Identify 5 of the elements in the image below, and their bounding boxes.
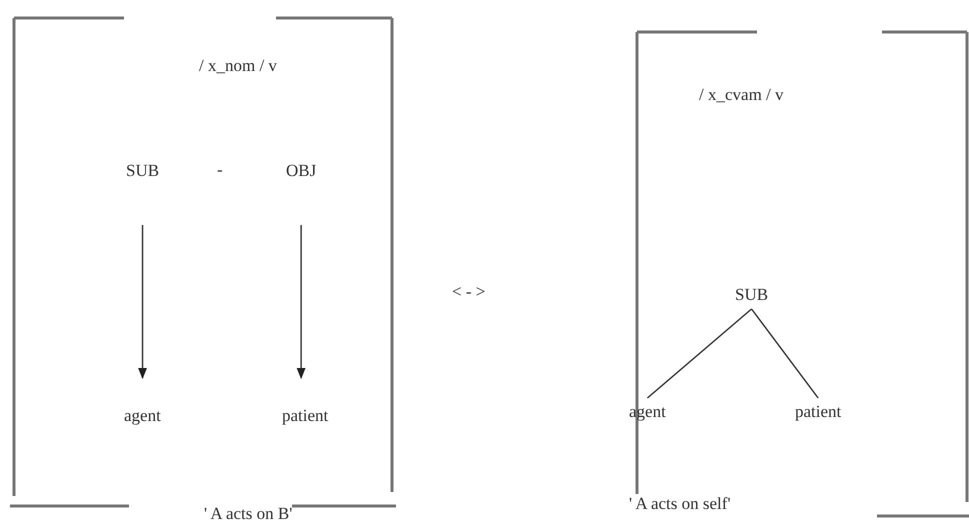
branch-line — [750, 308, 819, 398]
equivalence-symbol: < - > — [452, 282, 486, 302]
term-label: patient — [795, 402, 842, 422]
branch-line — [646, 308, 752, 399]
term-label: SUB — [735, 285, 768, 305]
